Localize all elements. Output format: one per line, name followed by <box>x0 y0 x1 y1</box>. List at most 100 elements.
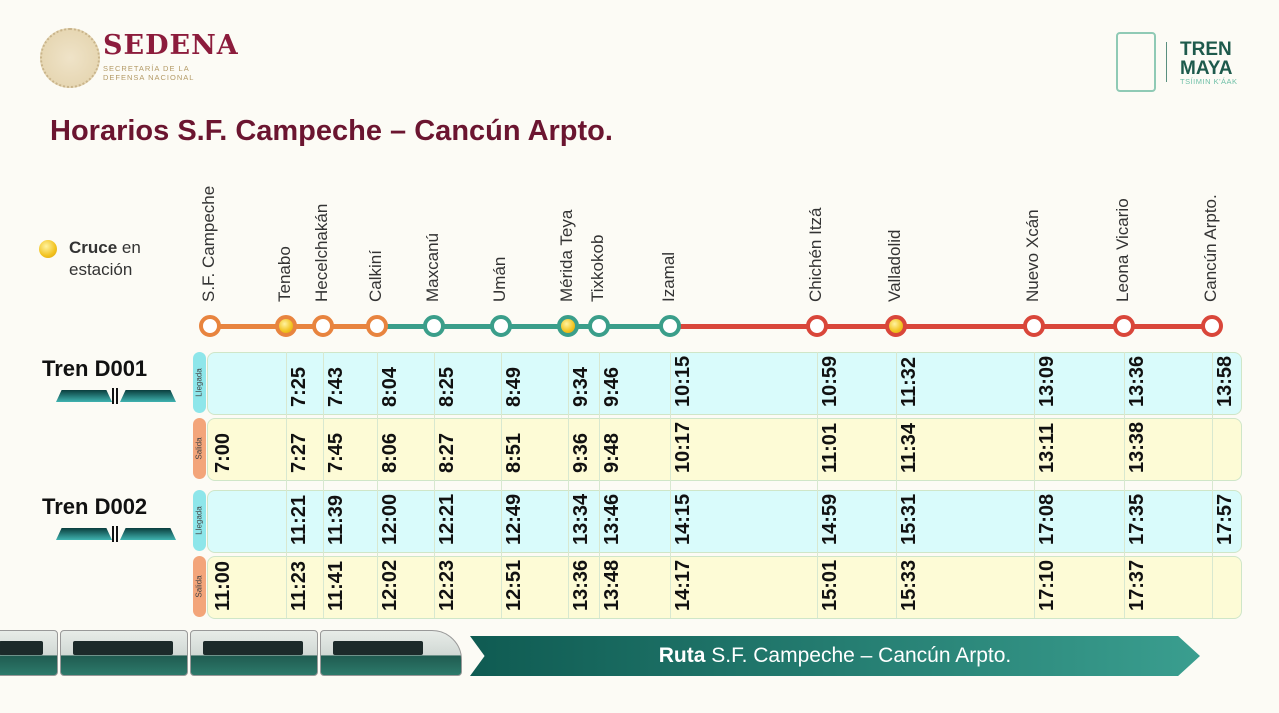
departure-time: 7:27 <box>288 432 310 473</box>
departure-time: 11:23 <box>288 560 310 611</box>
station-name: Umán <box>490 256 509 302</box>
departure-time: 8:51 <box>503 432 525 473</box>
arrival-time: 11:21 <box>288 494 310 545</box>
column-divider <box>1034 352 1035 618</box>
train-icon <box>46 526 186 542</box>
departure-time: 12:02 <box>379 559 401 611</box>
departure-row <box>207 418 1242 481</box>
station-node <box>366 315 388 337</box>
logo-divider <box>1166 42 1167 82</box>
train-name: Tren D001 <box>42 356 148 381</box>
station-name: Tixkokob <box>588 234 607 302</box>
column-divider <box>1124 352 1125 618</box>
arrival-time: 13:34 <box>570 493 592 545</box>
column-divider <box>1212 352 1213 618</box>
station-name: Cancún Arpto. <box>1201 194 1220 302</box>
arrival-time: 7:43 <box>325 366 347 407</box>
station-name: Valladolid <box>885 229 904 302</box>
station-node <box>1201 315 1223 337</box>
column-divider <box>286 352 287 618</box>
route-line-segment <box>1124 324 1212 329</box>
train-illustration <box>0 630 462 678</box>
arrival-time: 8:04 <box>379 366 401 407</box>
sedena-logo-text: SEDENA <box>103 30 239 61</box>
route-line-segment <box>286 324 323 329</box>
route-text: S.F. Campeche – Cancún Arpto. <box>705 644 1012 667</box>
arrival-time: 13:46 <box>601 493 623 545</box>
departure-time: 17:37 <box>1126 559 1148 611</box>
departure-time: 13:36 <box>570 559 592 611</box>
sedena-subtitle-2: DEFENSA NACIONAL <box>103 73 195 82</box>
route-banner: Ruta S.F. Campeche – Cancún Arpto. <box>470 636 1200 676</box>
arrival-time: 17:08 <box>1036 493 1058 545</box>
row-label-text: Salida <box>195 575 204 598</box>
departure-time: 15:33 <box>898 559 920 611</box>
column-divider <box>377 352 378 618</box>
departure-label: Salida <box>193 556 206 617</box>
column-divider <box>896 352 897 618</box>
legend-rest2: estación <box>69 260 133 279</box>
arrival-time: 8:49 <box>503 366 525 407</box>
arrival-time: 13:58 <box>1214 355 1236 407</box>
station-name: Nuevo Xcán <box>1023 209 1042 302</box>
departure-time: 8:06 <box>379 432 401 473</box>
departure-time: 10:17 <box>672 421 694 473</box>
arrival-time: 15:31 <box>898 493 920 545</box>
route-line-segment <box>896 324 1034 329</box>
arrival-time: 17:57 <box>1214 493 1236 545</box>
route-line-segment <box>323 324 377 329</box>
departure-time: 7:45 <box>325 432 347 473</box>
brand-line1: TREN <box>1180 39 1232 60</box>
arrival-label: Llegada <box>193 352 206 413</box>
departure-time: 17:10 <box>1036 559 1058 611</box>
tren-maya-glyph-logo <box>1116 32 1156 92</box>
arrival-time: 8:25 <box>436 366 458 407</box>
departure-time: 9:48 <box>601 432 623 473</box>
station-name: S.F. Campeche <box>199 185 218 302</box>
departure-time: 11:00 <box>212 560 234 611</box>
departure-time: 11:34 <box>898 422 920 473</box>
column-divider <box>501 352 502 618</box>
arrival-time: 14:59 <box>819 493 841 545</box>
departure-time: 13:11 <box>1036 422 1058 473</box>
departure-label: Salida <box>193 418 206 479</box>
departure-time: 11:41 <box>325 560 347 611</box>
station-cruce-node <box>557 315 579 337</box>
column-divider <box>670 352 671 618</box>
arrival-time: 17:35 <box>1126 493 1148 545</box>
station-name: Calkiní <box>366 250 385 302</box>
route-line-segment <box>817 324 896 329</box>
brand-line2: MAYA <box>1180 58 1233 79</box>
departure-time: 14:17 <box>672 559 694 611</box>
arrival-time: 10:59 <box>819 355 841 407</box>
departure-time: 7:00 <box>212 432 234 473</box>
legend-bold: Cruce <box>69 238 118 257</box>
mexico-coat-of-arms-logo <box>40 28 100 88</box>
arrival-time: 11:39 <box>325 494 347 545</box>
arrival-time: 14:15 <box>672 493 694 545</box>
station-node <box>659 315 681 337</box>
route-line-segment <box>568 324 599 329</box>
column-divider <box>568 352 569 618</box>
station-node <box>588 315 610 337</box>
row-label-text: Llegada <box>195 368 205 397</box>
station-name: Izamal <box>659 251 678 302</box>
route-line-segment <box>210 324 286 329</box>
route-line-segment <box>501 324 568 329</box>
departure-row <box>207 556 1242 619</box>
arrival-time: 13:09 <box>1036 355 1058 407</box>
route-line-segment <box>599 324 670 329</box>
station-name: Hecelchakán <box>312 203 331 302</box>
arrival-time: 10:15 <box>672 355 694 407</box>
departure-time: 11:01 <box>819 422 841 473</box>
column-divider <box>434 352 435 618</box>
column-divider <box>599 352 600 618</box>
column-divider <box>323 352 324 618</box>
arrival-row <box>207 490 1242 553</box>
station-node <box>423 315 445 337</box>
departure-time: 13:48 <box>601 559 623 611</box>
route-line-segment <box>1034 324 1124 329</box>
station-node <box>312 315 334 337</box>
route-line-segment <box>377 324 434 329</box>
